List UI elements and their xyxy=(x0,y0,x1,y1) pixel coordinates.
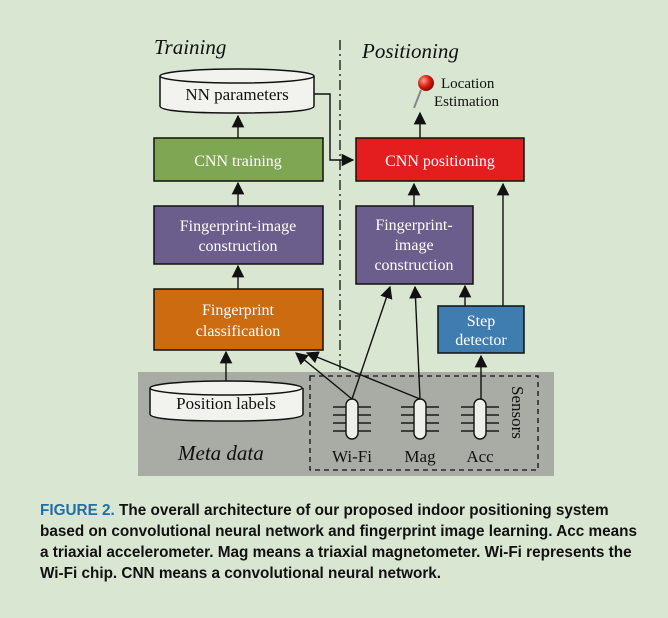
figure-label: FIGURE 2. xyxy=(40,502,115,519)
arrow-mag-to-fpi-positioning xyxy=(409,285,422,400)
meta-data-label: Meta data xyxy=(177,441,264,465)
fp-classification-line2: classification xyxy=(196,323,280,340)
fpi-training-line2: construction xyxy=(198,238,277,255)
nn-parameters-label: NN parameters xyxy=(185,85,288,104)
wifi-chip-icon xyxy=(333,398,371,440)
fpi-positioning-line2: image xyxy=(394,237,433,254)
position-labels-label: Position labels xyxy=(176,394,276,413)
sensors-label: Sensors xyxy=(508,386,527,439)
cnn-training-box: CNN training xyxy=(153,137,324,182)
cnn-training-label: CNN training xyxy=(194,153,282,170)
arrow-mag-to-classification xyxy=(305,351,421,400)
sensors-group xyxy=(309,375,539,471)
location-pin-icon xyxy=(413,75,434,109)
arrow-wifi-to-classification xyxy=(295,352,353,400)
figure-caption-text: The overall architecture of our proposed… xyxy=(40,502,637,582)
fingerprint-image-construction-positioning-box: Fingerprint- image construction xyxy=(355,205,474,285)
training-title: Training xyxy=(154,35,226,59)
sensor-label-acc: Acc xyxy=(466,447,494,466)
fpi-positioning-line3: construction xyxy=(374,257,453,274)
mag-chip-icon xyxy=(401,398,439,440)
sensor-label-wifi: Wi-Fi xyxy=(332,447,372,466)
step-detector-line1: Step xyxy=(467,313,495,330)
step-detector-line2: detector xyxy=(455,332,507,349)
cnn-positioning-label: CNN positioning xyxy=(385,153,495,170)
nn-parameters-store: NN parameters xyxy=(159,68,315,114)
architecture-diagram: Training Positioning NN parameters CNN t… xyxy=(138,35,554,476)
fingerprint-image-construction-training-box: Fingerprint-image construction xyxy=(153,205,324,265)
figure-caption: FIGURE 2. The overall architecture of ou… xyxy=(40,500,640,584)
acc-chip-icon xyxy=(461,398,499,440)
fpi-positioning-line1: Fingerprint- xyxy=(375,217,452,234)
location-estimation-line2: Estimation xyxy=(434,94,499,110)
fingerprint-classification-box: Fingerprint classification xyxy=(153,288,324,351)
fpi-training-line1: Fingerprint-image xyxy=(180,218,296,235)
cnn-positioning-box: CNN positioning xyxy=(355,137,525,182)
arrow-wifi-to-fpi-positioning xyxy=(351,285,393,400)
step-detector-box: Step detector xyxy=(437,305,525,354)
sensor-label-mag: Mag xyxy=(404,447,436,466)
location-estimation-line1: Location xyxy=(441,76,495,92)
position-labels-store: Position labels xyxy=(149,380,304,422)
arrow-nn-params-to-cnn-positioning xyxy=(314,93,355,167)
positioning-title: Positioning xyxy=(361,39,459,63)
fp-classification-line1: Fingerprint xyxy=(202,302,275,319)
